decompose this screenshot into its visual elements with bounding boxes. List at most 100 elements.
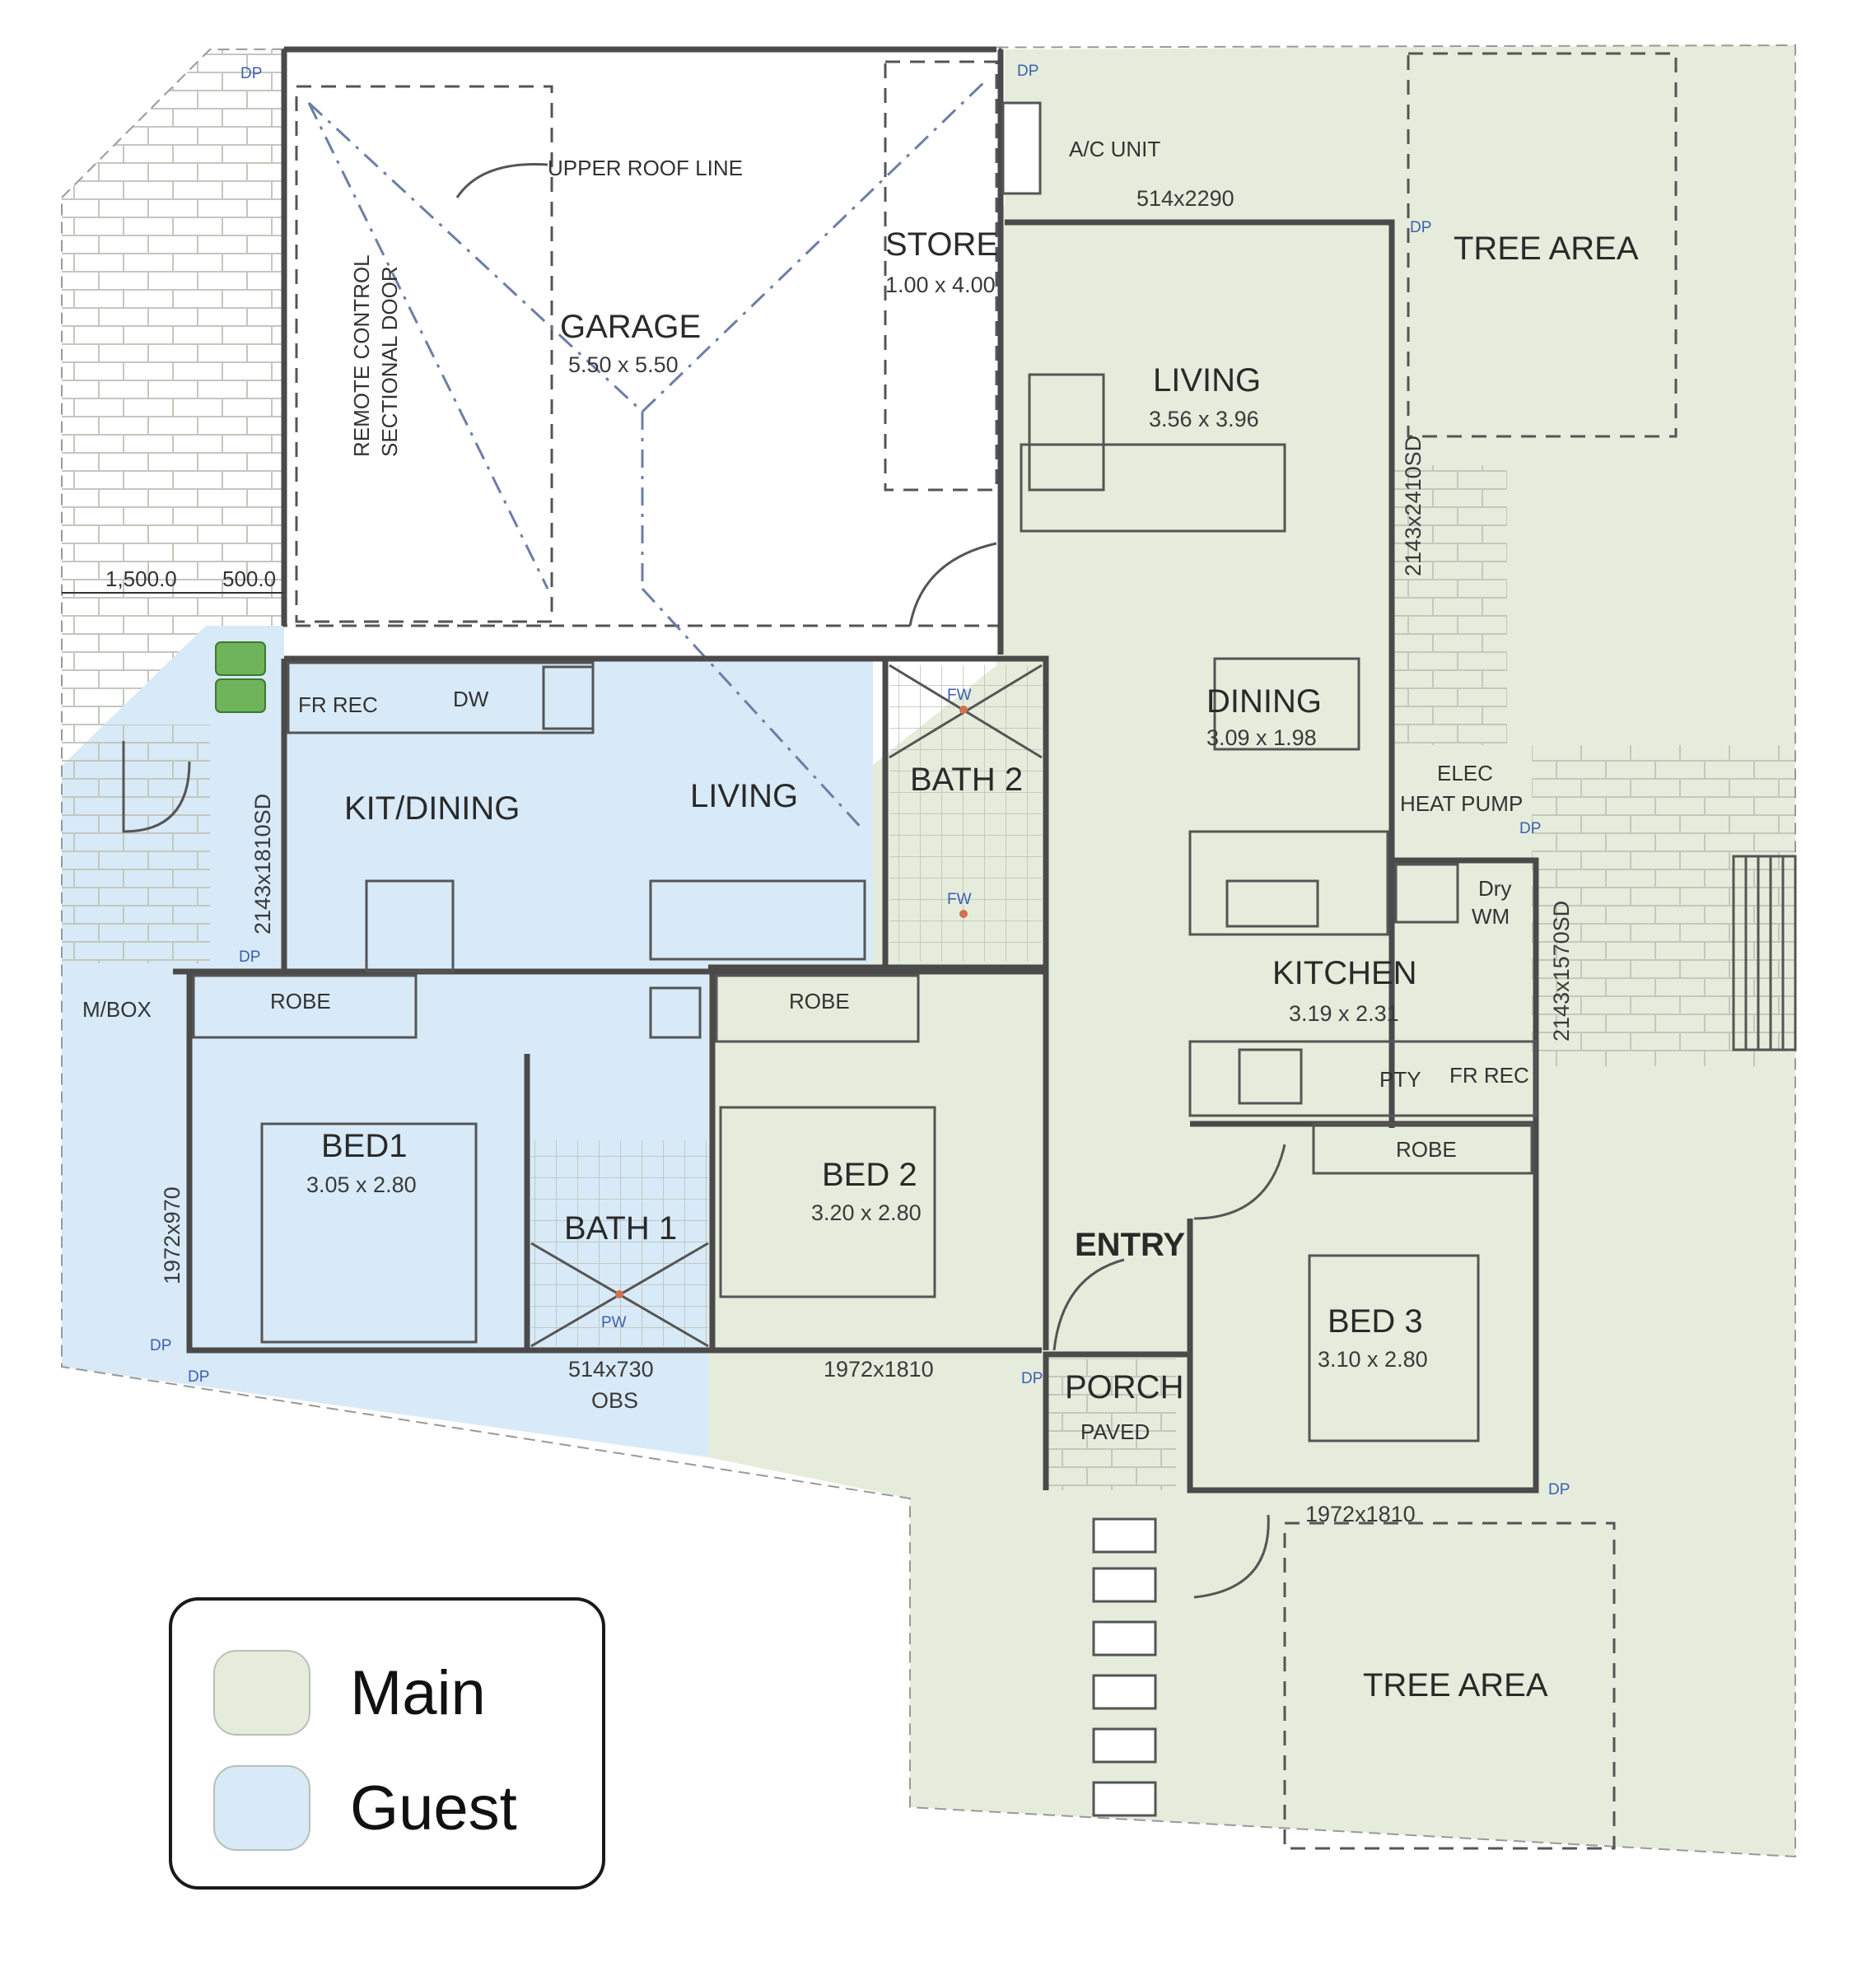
dining-dim-label: 3.09 x 1.98 [1206,725,1317,750]
robe-bed1-label: ROBE [270,989,331,1014]
upper-roof-line-label: UPPER ROOF LINE [548,156,743,180]
bed3-bed [1308,1254,1480,1442]
dp-marker: DP [150,1337,171,1354]
heat-pump-label: HEAT PUMP [1400,791,1523,816]
paved-label: PAVED [1080,1419,1150,1444]
dim-1500-label: 1,500.0 [105,566,177,591]
bed1-robe [192,974,418,1039]
mbox-label: M/BOX [82,997,152,1022]
store-label: STORE [885,226,998,263]
stepping-stones [1092,1517,1157,1817]
roof-arc [455,163,548,198]
living-guest-label: LIVING [690,778,798,814]
robe-bed2-label: ROBE [789,989,850,1014]
guest-vanity [649,986,702,1039]
bath2-label: BATH 2 [910,762,1023,798]
window-top-label: 514x2290 [1136,186,1234,211]
bed2-robe [715,974,920,1043]
bed3-dim-label: 3.10 x 2.80 [1318,1347,1428,1372]
garage-label: GARAGE [560,309,701,345]
bed1-label: BED1 [321,1128,408,1164]
pty-label: PTY [1379,1067,1421,1092]
bed2-bed [719,1106,936,1298]
window-obs-label: 514x730 [568,1357,654,1382]
window-bed1-label: 1972x970 [160,1186,184,1284]
pw-label: PW [601,1314,627,1331]
window-bed2-label: 1972x1810 [824,1357,934,1382]
brick-paving-right [1392,465,1507,745]
deck-steps [1732,855,1797,1051]
guest-table [365,879,455,973]
guest-cooktop [542,665,595,730]
robe-bed3-label: ROBE [1396,1137,1457,1162]
legend-swatch-main [213,1650,310,1736]
door-swing-yard [1193,1514,1270,1599]
laundry-tub [1394,863,1459,924]
fw1-label: FW [947,687,972,704]
kit-dining-label: KIT/DINING [344,790,520,827]
door-swing-guest [122,741,191,833]
legend-swatch-guest [213,1765,310,1851]
main-house-walls [1005,219,1539,1494]
dining-table [1213,657,1360,751]
bed1-bed [260,1122,478,1344]
main-zone-fill-right [996,206,1795,1857]
guest-house-walls [284,655,1049,971]
dp-marker: DP [240,65,262,82]
meter-box-1 [215,641,266,676]
window-right-label: 2143x2410SD [1401,436,1426,576]
bed3-label: BED 3 [1328,1303,1423,1340]
fr-rec-main-label: FR REC [1449,1063,1529,1088]
dp-marker: DP [239,948,260,966]
legend-item-main: Main [213,1650,486,1736]
dp-marker: DP [1519,820,1541,837]
bed2-label: BED 2 [822,1157,917,1193]
living-main-dim-label: 3.56 x 3.96 [1149,407,1259,431]
dp-marker: DP [1021,1370,1043,1387]
guest-lower-walls [173,968,1049,1350]
store-outline [884,60,998,492]
legend-label-guest: Guest [350,1773,517,1843]
door-swing-bed3 [1193,1144,1286,1220]
elec-label: ELEC [1437,761,1493,785]
bed1-dim-label: 3.05 x 2.80 [306,1172,417,1197]
dining-label: DINING [1206,683,1322,720]
ac-unit-label: A/C UNIT [1069,137,1160,161]
door-swing-garage [908,542,997,627]
brick-paving-deck [1532,745,1795,1066]
fr-rec-guest-label: FR REC [298,692,378,717]
guest-sofa [649,879,866,961]
sofa-main [1020,443,1286,533]
dw-label: DW [453,687,489,711]
dp-marker: DP [1548,1481,1570,1498]
bath1-tiles [531,1140,708,1346]
legend: Main Guest [169,1597,605,1890]
door-swing-entry [1052,1258,1125,1351]
garage-door-label-2: SECTIONAL DOOR [377,266,402,457]
bed3-robe [1312,1122,1533,1175]
dim-500-label: 500.0 [222,566,276,591]
fw2-label: FW [947,891,972,908]
garage-door-dashed [295,85,553,623]
legend-item-guest: Guest [213,1765,517,1851]
cooktop-main [1238,1048,1303,1105]
porch-label: PORCH [1065,1369,1183,1405]
pw-drain [615,1290,623,1298]
brick-paving-left-lower [62,725,210,963]
upper-roof-line [307,77,990,833]
window-right2-label: 2143x1570SD [1549,901,1574,1042]
obs-label: OBS [591,1388,638,1413]
dp-marker: DP [1017,63,1038,80]
bath1-label: BATH 1 [564,1210,677,1247]
bed2-dim-label: 3.20 x 2.80 [811,1200,922,1225]
brick-paving-left [62,49,284,766]
garage-door-label-1: REMOTE CONTROL [349,254,374,457]
wm-label: WM [1472,904,1510,929]
fw-drain-1 [959,706,968,714]
guest-left-walls [186,659,1042,1354]
garage-dim-label: 5.50 x 5.50 [568,352,679,377]
sofa-main-chaise [1028,373,1105,492]
kitchen-sink [1225,879,1319,928]
fw-drain-2 [959,910,968,918]
kitchen-bench [1188,1040,1538,1117]
